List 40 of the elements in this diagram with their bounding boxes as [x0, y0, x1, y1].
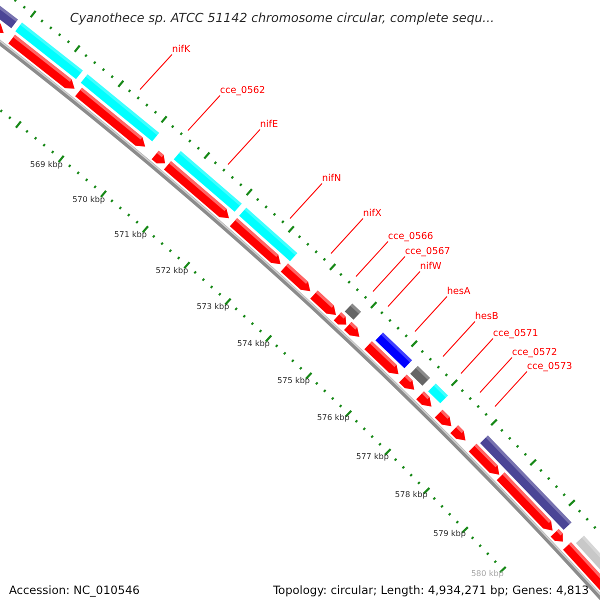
- leader-line: [188, 95, 220, 131]
- gene-label: cce_0567: [405, 246, 450, 256]
- leader-line: [414, 296, 448, 332]
- leader-line: [442, 321, 476, 357]
- position-label: 570 kbp: [72, 194, 105, 205]
- position-label: 574 kbp: [237, 338, 270, 349]
- leader-line: [330, 218, 364, 254]
- leader-line: [356, 241, 388, 277]
- leader-line: [372, 256, 406, 292]
- leader-line: [290, 183, 322, 219]
- gene-label: nifX: [363, 208, 382, 218]
- gene-label: cce_0571: [493, 328, 538, 338]
- position-label: 579 kbp: [433, 529, 466, 540]
- summary-text: Topology: circular; Length: 4,934,271 bp; Genes: 4,813: [273, 584, 589, 597]
- position-label: 578 kbp: [394, 490, 428, 500]
- position-label: 571 kbp: [114, 230, 147, 240]
- leader-line: [460, 338, 494, 374]
- leader-line: [140, 54, 172, 90]
- gene-label: cce_0566: [388, 230, 434, 242]
- accession-text: Accession: NC_010546: [9, 584, 140, 597]
- leader-line: [494, 371, 528, 407]
- position-label: 572 kbp: [156, 266, 188, 276]
- position-label: 569 kbp: [30, 160, 63, 170]
- leader-line: [228, 129, 260, 165]
- position-label: 577 kbp: [356, 452, 389, 462]
- leader-line: [480, 357, 512, 393]
- gene-label: cce_0573: [527, 360, 572, 372]
- gene-label: nifK: [172, 44, 190, 54]
- position-label: 580 kbp: [471, 568, 504, 579]
- position-label: 576 kbp: [316, 413, 350, 424]
- gene-label: hesA: [447, 286, 470, 296]
- gene-label: nifN: [322, 172, 342, 184]
- gene-label: nifE: [260, 118, 278, 130]
- gene-label: hesB: [475, 310, 498, 322]
- leader-line: [388, 271, 420, 307]
- gene-label: cce_0572: [512, 346, 558, 358]
- position-label: 573 kbp: [196, 302, 230, 312]
- gene-label: cce_0562: [220, 84, 266, 96]
- position-label: 575 kbp: [277, 376, 310, 386]
- gene-label: nifW: [420, 260, 442, 272]
